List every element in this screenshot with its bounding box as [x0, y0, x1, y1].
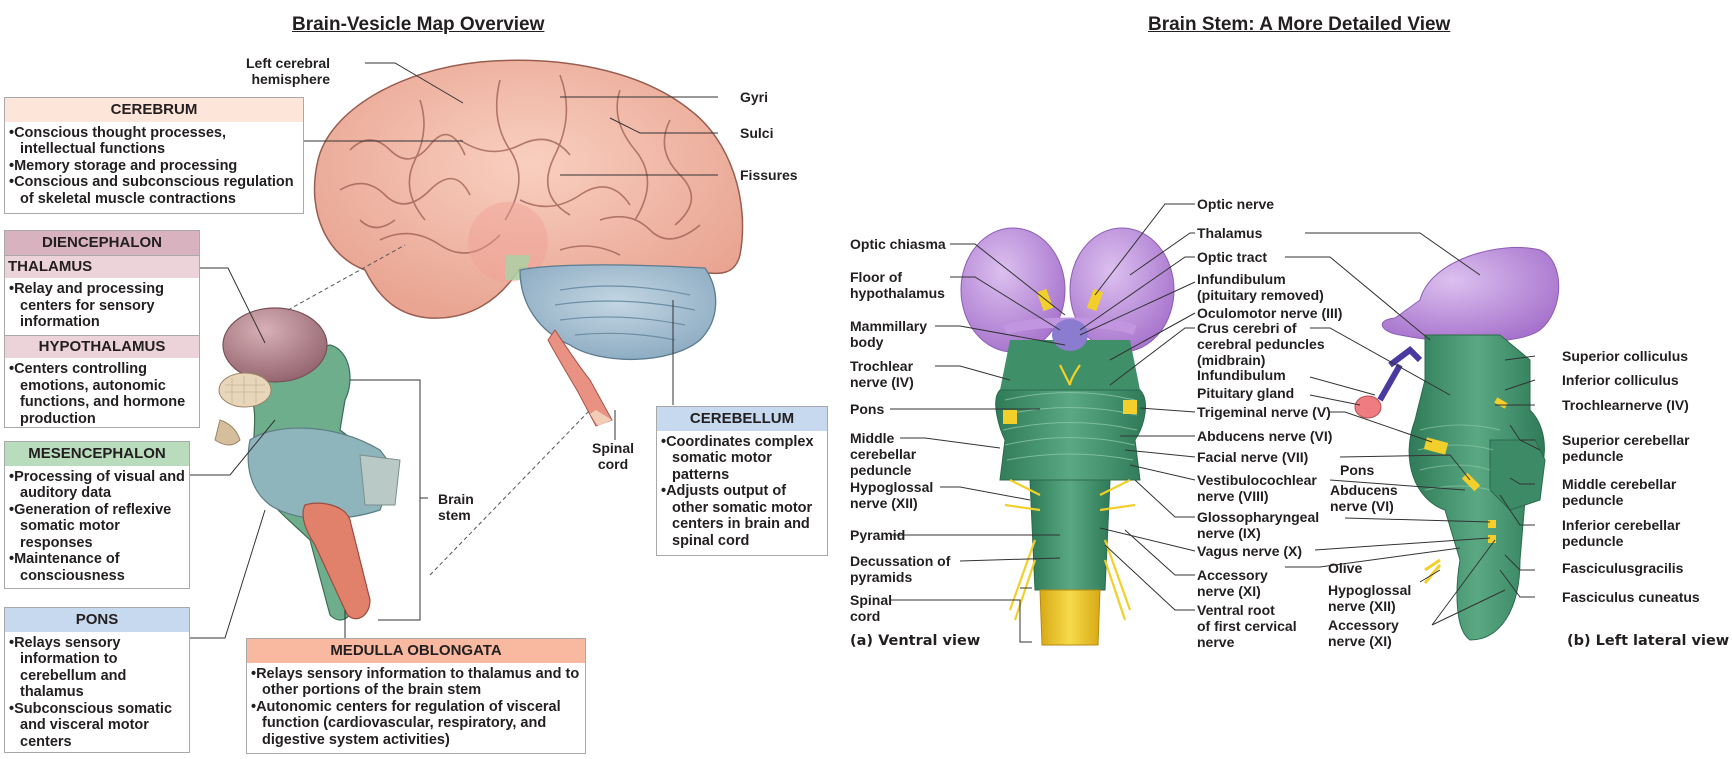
label-brain-stem: Brain stem: [438, 491, 474, 523]
label-sulci: Sulci: [740, 125, 774, 141]
hypothalamus-header: HYPOTHALAMUS: [5, 334, 199, 358]
left-panel-title: Brain-Vesicle Map Overview: [292, 14, 545, 35]
anatomy-label: Pyramid: [850, 527, 906, 543]
anatomy-label: Superior cerebellar peduncle: [1562, 432, 1690, 464]
mesencephalon-header: MESENCEPHALON: [5, 442, 189, 466]
anatomy-label: Trigeminal nerve (V): [1197, 404, 1331, 420]
leader-lines-right: [890, 203, 1541, 643]
cerebellum-bullets: Coordinates complex somatic motor patter…: [657, 431, 827, 554]
mesencephalon-bullets: Processing of visual and auditory dataGe…: [5, 466, 189, 589]
ventral-view-caption: (a) Ventral view: [850, 633, 981, 649]
bullet-item: Centers controlling emotions, autonomic …: [9, 361, 195, 427]
anatomy-label: Infundibulum: [1197, 367, 1286, 383]
anatomy-label: Optic chiasma: [850, 236, 946, 252]
anatomy-label: Optic nerve: [1197, 196, 1275, 212]
anatomy-label: Abducens nerve (VI): [1330, 482, 1398, 514]
anatomy-label: Olive: [1328, 560, 1363, 576]
pons-bullets: Relays sensory information to cerebellum…: [5, 632, 189, 755]
anatomy-label: Pons: [1340, 462, 1375, 478]
anatomy-label: Pituitary gland: [1197, 385, 1295, 401]
mesencephalon-box: MESENCEPHALON Processing of visual and a…: [4, 441, 190, 589]
pons-box: PONS Relays sensory information to cereb…: [4, 607, 190, 753]
brainstem-illustration: [214, 307, 401, 621]
anatomy-label: Fasciculus cuneatus: [1562, 589, 1700, 605]
label-left-cerebral-hemisphere: Left cerebral hemisphere: [246, 55, 331, 87]
bullet-item: Memory storage and processing: [9, 158, 299, 175]
label-gyri: Gyri: [740, 89, 769, 105]
bullet-item: Conscious thought processes, intellectua…: [9, 125, 299, 158]
anatomy-label: Trochlear nerve (IV): [850, 358, 914, 390]
cerebellum-box: CEREBELLUM Coordinates complex somatic m…: [656, 406, 828, 556]
right-panel-title: Brain Stem: A More Detailed View: [1148, 14, 1451, 35]
anatomy-label: Oculomotor nerve (III): [1197, 305, 1343, 321]
lateral-view-caption: (b) Left lateral view: [1567, 633, 1730, 649]
anatomy-label: Inferior cerebellar peduncle: [1562, 517, 1681, 549]
anatomy-label: Accessory nerve (XI): [1197, 567, 1268, 599]
anatomy-label: Accessory nerve (XI): [1328, 617, 1399, 649]
hypothalamus-bullets: Centers controlling emotions, autonomic …: [5, 358, 199, 431]
anatomy-label: Middle cerebellar peduncle: [850, 430, 917, 478]
anatomy-label: Spinal cord: [850, 592, 893, 624]
anatomy-label: Middle cerebellar peduncle: [1562, 476, 1677, 508]
bullet-item: Maintenance of consciousness: [9, 551, 185, 584]
label-fissures: Fissures: [740, 167, 798, 183]
medulla-box: MEDULLA OBLONGATA Relays sensory informa…: [246, 638, 586, 754]
anatomy-label: Facial nerve (VII): [1197, 449, 1309, 465]
anatomy-label: Mammillary body: [850, 318, 928, 350]
bullet-item: Relays sensory information to thalamus a…: [251, 666, 581, 699]
bullet-item: Conscious and subconscious regulation of…: [9, 174, 299, 207]
anatomy-label: Crus cerebri of cerebral peduncles (midb…: [1197, 320, 1325, 368]
anatomy-label: Fasciculusgracilis: [1562, 560, 1684, 576]
anatomy-label: Abducens nerve (VI): [1197, 428, 1333, 444]
anatomy-label: Inferior colliculus: [1562, 372, 1679, 388]
bullet-item: Generation of reflexive somatic motor re…: [9, 502, 185, 552]
anatomy-label: Decussation of pyramids: [850, 553, 951, 585]
anatomy-label: Floor of hypothalamus: [850, 269, 945, 301]
cerebrum-header: CEREBRUM: [5, 98, 303, 122]
leader-lines-left: [190, 62, 718, 645]
anatomy-label: Ventral root of first cervical nerve: [1197, 602, 1297, 650]
medulla-header: MEDULLA OBLONGATA: [247, 639, 585, 663]
anatomy-label: Vagus nerve (X): [1197, 543, 1303, 559]
medulla-bullets: Relays sensory information to thalamus a…: [247, 663, 585, 753]
bullet-item: Subconscious somatic and visceral motor …: [9, 701, 185, 751]
cerebrum-illustration: [313, 59, 744, 319]
anatomy-label: Superior colliculus: [1562, 348, 1689, 364]
anatomy-label: Infundibulum (pituitary removed): [1197, 271, 1324, 303]
cerebellum-illustration: [519, 264, 717, 361]
bullet-item: Relay and processing centers for sensory…: [9, 281, 195, 331]
bullet-item: Autonomic centers for regulation of visc…: [251, 699, 581, 749]
diencephalon-header: DIENCEPHALON: [5, 231, 199, 255]
diencephalon-box: DIENCEPHALON THALAMUS Relay and processi…: [4, 230, 200, 428]
bullet-item: Adjusts output of other somatic motor ce…: [661, 483, 823, 549]
bullet-item: Coordinates complex somatic motor patter…: [661, 434, 823, 484]
anatomy-label: Glossopharyngeal nerve (IX): [1197, 509, 1320, 541]
cerebrum-bullets: Conscious thought processes, intellectua…: [5, 122, 303, 212]
anatomy-label: Hypoglossal nerve (XII): [1328, 582, 1412, 614]
bullet-item: Processing of visual and auditory data: [9, 469, 185, 502]
cerebellum-header: CEREBELLUM: [657, 407, 827, 431]
lateral-view-illustration: [1354, 246, 1560, 641]
anatomy-label: Pons: [850, 401, 885, 417]
anatomy-label: Trochlearnerve (IV): [1562, 397, 1689, 413]
pons-header: PONS: [5, 608, 189, 632]
thalamus-header: THALAMUS: [5, 254, 199, 278]
anatomy-label: Thalamus: [1197, 225, 1263, 241]
anatomy-label: Optic tract: [1197, 249, 1268, 265]
anatomy-label: Hypoglossal nerve (XII): [850, 479, 934, 511]
ventral-view-illustration: [960, 227, 1175, 646]
bullet-item: Relays sensory information to cerebellum…: [9, 635, 185, 701]
label-spinal-cord: Spinal cord: [592, 440, 635, 472]
spinal-cord-illustration: [547, 329, 613, 427]
thalamus-bullets: Relay and processing centers for sensory…: [5, 278, 199, 335]
cerebrum-box: CEREBRUM Conscious thought processes, in…: [4, 97, 304, 214]
anatomy-label: Vestibulocochlear nerve (VIII): [1197, 472, 1317, 504]
